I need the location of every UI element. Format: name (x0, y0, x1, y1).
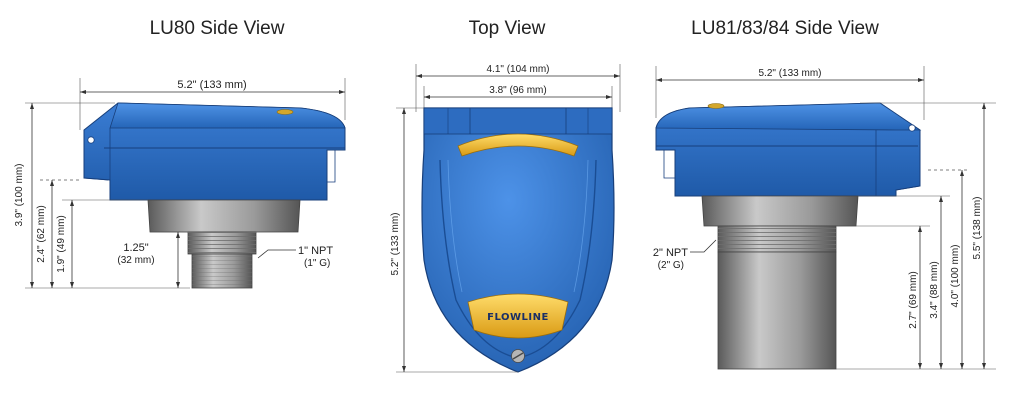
lu81-height-1: 2.7" (69 mm) (908, 271, 919, 328)
lu80-npt-label: 1" NPT (298, 245, 333, 257)
top-height-label: 5.2" (133 mm) (390, 212, 401, 275)
lu81-side-view: 5.2" (133 mm) 2" NPT (2" G) 2.7" (69 mm) (653, 66, 996, 370)
lu80-height-low: 1.9" (49 mm) (56, 215, 67, 272)
lu81-npt-g-label: (2" G) (658, 260, 684, 271)
lu80-title: LU80 Side View (150, 18, 285, 39)
lu81-title: LU81/83/84 Side View (691, 18, 879, 39)
lu81-width-label: 5.2" (133 mm) (758, 68, 821, 79)
lu81-collar (701, 195, 859, 227)
lu80-side-view: 5.2" (133 mm) 3.9" (100 mm) 2.4" (62 mm) (14, 78, 346, 289)
lu81-npt-label: 2" NPT (653, 247, 688, 259)
brand-logo: FLOWLINE (487, 312, 549, 323)
lu81-stem (717, 251, 837, 370)
lu80-height-mid: 2.4" (62 mm) (36, 205, 47, 262)
top-inner-width: 3.8" (96 mm) (489, 85, 546, 96)
brand-plate (467, 293, 569, 339)
top-lens (457, 133, 579, 157)
lu81-height-2: 3.4" (88 mm) (929, 261, 940, 318)
top-view-title: Top View (469, 18, 546, 39)
top-view: 4.1" (104 mm) 3.8" (96 mm) FLOWLINE (390, 64, 621, 373)
lu80-width-label: 5.2" (133 mm) (177, 79, 246, 91)
lu80-height-total: 3.9" (100 mm) (14, 163, 25, 226)
lu80-npt-g-label: (1" G) (304, 258, 330, 269)
lu80-collar (147, 199, 301, 233)
lu81-height-3: 4.0" (100 mm) (950, 244, 961, 307)
lu80-thread-length-in: 1.25" (123, 242, 148, 254)
top-outer-width: 4.1" (104 mm) (486, 64, 549, 75)
lu81-height-4: 5.5" (138 mm) (972, 196, 983, 259)
lu80-thread-length-mm: (32 mm) (117, 255, 154, 266)
